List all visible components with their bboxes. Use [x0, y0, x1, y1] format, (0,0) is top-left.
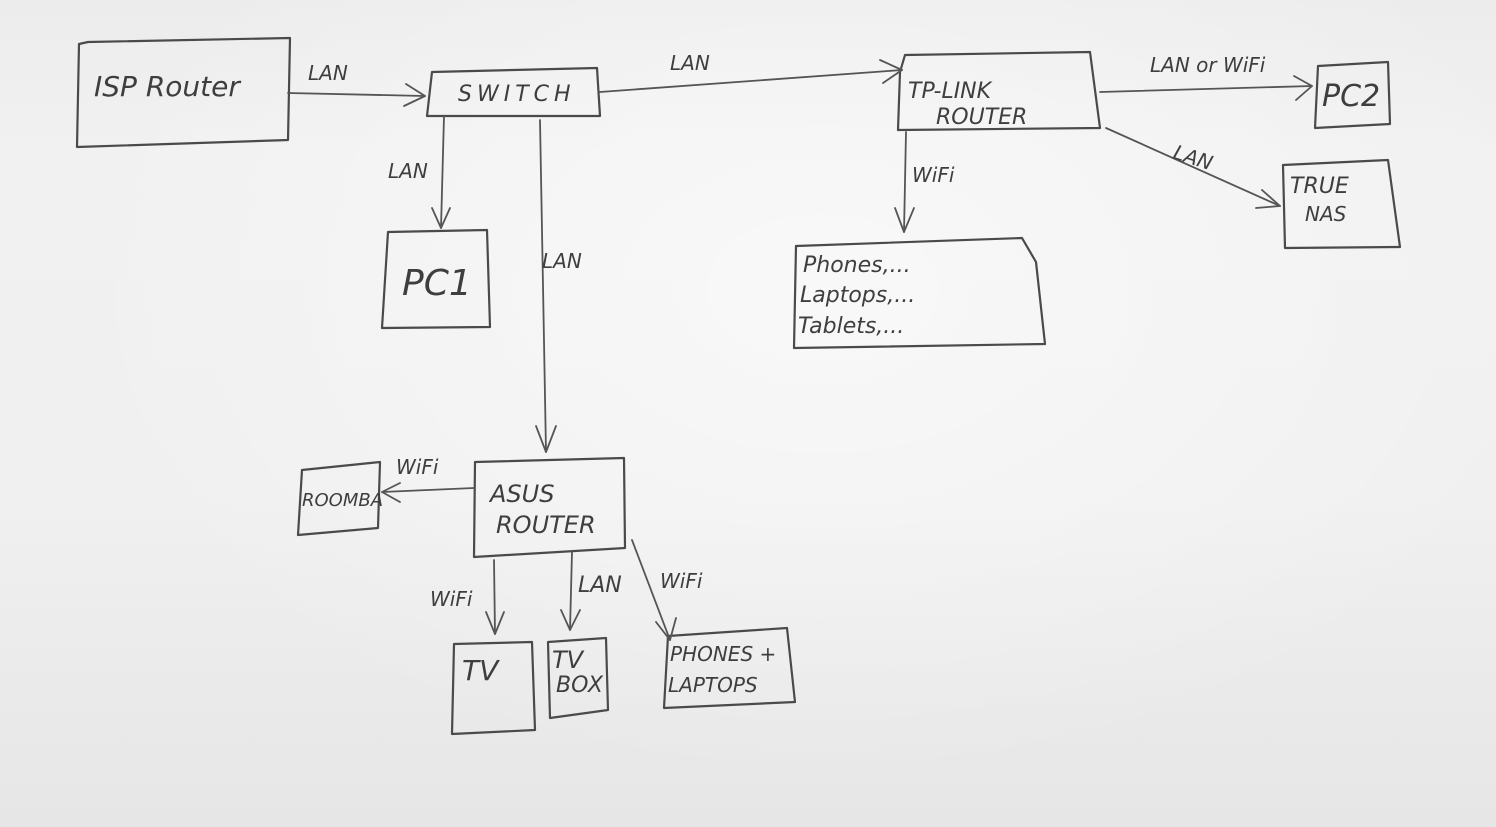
- edge-label: WiFi: [430, 587, 473, 611]
- arrow-head: [894, 207, 915, 233]
- edge-label: LAN: [388, 159, 428, 183]
- edge-label: LAN or WiFi: [1150, 53, 1266, 77]
- arrow-head: [381, 482, 401, 503]
- isp-router-box: [75, 36, 292, 149]
- edge-asus-to-phones: WiFi: [631, 539, 703, 641]
- edge-line: [569, 551, 573, 631]
- switch-node: SWITCH: [425, 66, 602, 118]
- edge-line: [1105, 127, 1281, 207]
- edge-tplink-to-devices: WiFi: [894, 131, 955, 233]
- arrow-head: [403, 83, 426, 107]
- pc1-node: PC1: [380, 228, 492, 330]
- arrow-head: [879, 59, 903, 84]
- roomba-node: ROOMBA: [296, 460, 383, 537]
- edge-tplink-to-pc2: LAN or WiFi: [1099, 53, 1313, 101]
- edge-isp-to-switch: LAN: [287, 61, 426, 107]
- roomba-box: [296, 460, 382, 537]
- truenas-node: TRUE NAS: [1281, 158, 1402, 250]
- asus-router-label-line2: ROUTER: [496, 511, 596, 539]
- wifi-devices-label-line3: Tablets,...: [798, 314, 904, 339]
- tv-box-box: [546, 636, 610, 720]
- phones-laptops-label-line1: PHONES +: [670, 642, 776, 666]
- edge-line: [903, 131, 907, 233]
- edge-line: [287, 92, 426, 97]
- tv-box-label-line2: BOX: [556, 673, 604, 698]
- wifi-devices-label-line2: Laptops,...: [800, 283, 915, 308]
- edge-line: [1099, 85, 1313, 93]
- switch-label: SWITCH: [458, 82, 576, 107]
- edge-asus-to-tv: WiFi: [430, 559, 505, 635]
- phones-laptops-node: PHONES + LAPTOPS: [662, 626, 797, 710]
- edge-tplink-to-truenas: LAN: [1105, 127, 1281, 209]
- edge-asus-to-roomba: WiFi: [381, 455, 475, 503]
- wifi-devices-label-line1: Phones,...: [803, 253, 911, 278]
- edge-label: WiFi: [660, 569, 703, 593]
- truenas-label-line2: NAS: [1305, 202, 1347, 226]
- tplink-router-label-line2: ROUTER: [936, 105, 1027, 130]
- edge-label: LAN: [542, 249, 582, 273]
- tv-box-label-line1: TV: [552, 646, 585, 674]
- edge-line: [631, 539, 671, 641]
- edge-label: LAN: [1170, 140, 1215, 175]
- edge-line: [539, 119, 547, 453]
- arrow-head: [1255, 189, 1281, 209]
- edge-label: LAN: [308, 61, 348, 85]
- isp-router-label: ISP Router: [94, 70, 241, 103]
- wifi-devices-box: [792, 236, 1047, 350]
- arrow-head: [535, 425, 557, 453]
- phones-laptops-label-line2: LAPTOPS: [668, 673, 758, 697]
- pc2-box: [1313, 60, 1392, 130]
- asus-router-node: ASUS ROUTER: [472, 456, 627, 559]
- edge-label: LAN: [670, 51, 710, 75]
- arrow-head: [485, 611, 505, 635]
- edge-switch-to-tplink: LAN: [599, 51, 903, 93]
- isp-router-node: ISP Router: [75, 36, 292, 149]
- edge-line: [381, 487, 475, 493]
- arrow-head: [655, 617, 677, 641]
- tplink-router-node: TP-LINK ROUTER: [896, 50, 1102, 132]
- truenas-label-line1: TRUE: [1290, 174, 1349, 199]
- pc2-label: PC2: [1322, 79, 1380, 114]
- tv-node: TV: [450, 640, 537, 736]
- edge-asus-to-tvbox: LAN: [560, 551, 622, 631]
- edge-label: WiFi: [396, 455, 439, 479]
- pc2-node: PC2: [1313, 60, 1392, 130]
- edge-line: [493, 559, 496, 635]
- tv-box-node: TV BOX: [546, 636, 610, 720]
- truenas-box: [1281, 158, 1402, 250]
- roomba-label: ROOMBA: [302, 490, 383, 511]
- arrow-head: [1293, 75, 1313, 101]
- asus-router-label-line1: ASUS: [488, 480, 554, 508]
- switch-box: [425, 66, 602, 118]
- edge-switch-to-pc1: LAN: [388, 115, 451, 229]
- phones-laptops-box: [662, 626, 797, 710]
- pc1-box: [380, 228, 492, 330]
- asus-router-box: [472, 456, 627, 559]
- tv-label: TV: [462, 654, 500, 687]
- edge-label: WiFi: [912, 163, 955, 187]
- edge-label: LAN: [578, 573, 622, 598]
- tplink-router-label-line1: TP-LINK: [908, 79, 993, 104]
- wifi-devices-node: Phones,... Laptops,... Tablets,...: [792, 236, 1047, 350]
- edge-line: [440, 115, 445, 229]
- arrow-head: [431, 207, 451, 229]
- edge-switch-to-asus: LAN: [535, 119, 582, 453]
- tv-box: [450, 640, 537, 736]
- arrow-head: [560, 609, 581, 631]
- pc1-label: PC1: [402, 263, 472, 304]
- edge-line: [599, 69, 903, 93]
